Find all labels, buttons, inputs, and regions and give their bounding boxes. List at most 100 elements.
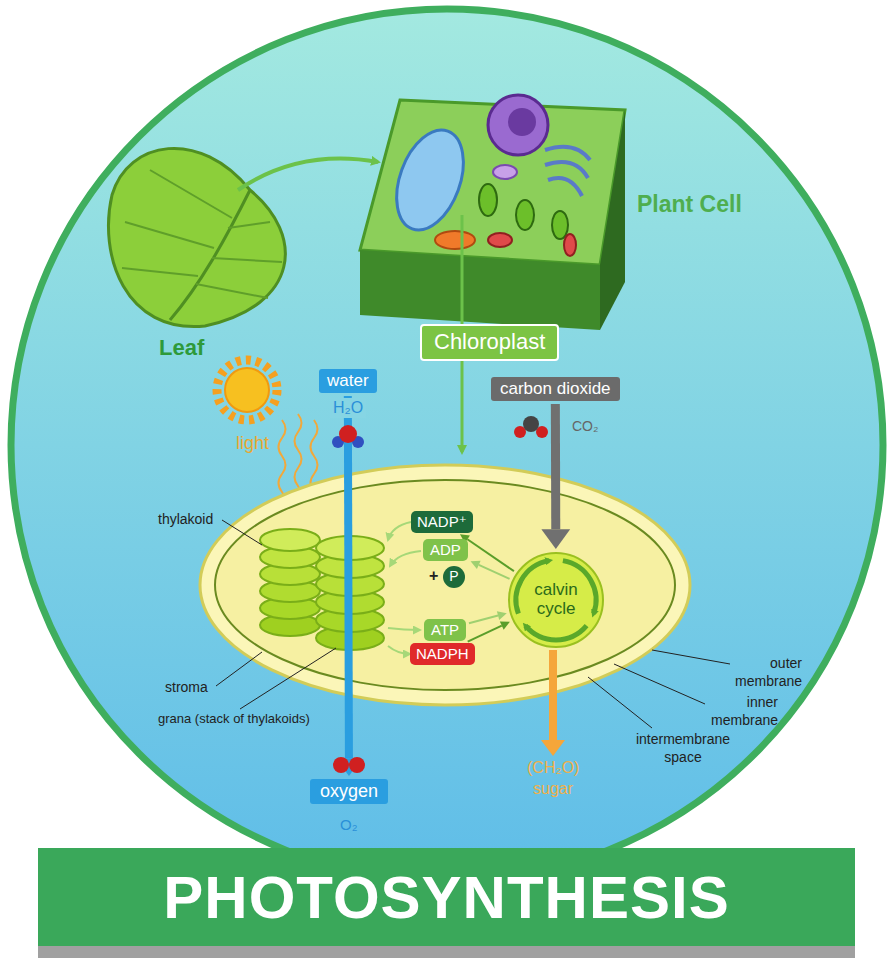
node-text: ADP	[430, 541, 461, 558]
connector	[467, 539, 514, 571]
water-box: water	[319, 369, 377, 393]
leaf-drawing	[108, 148, 378, 326]
sugar-arrow	[541, 740, 565, 756]
plant-cell	[360, 250, 600, 330]
formula-label: (CH₂O)	[527, 758, 579, 778]
part-label: grana (stack of thylakoids)	[158, 711, 310, 727]
calvin-cycle-circle: calvin cycle	[508, 552, 604, 648]
arrow-head	[471, 561, 481, 569]
co2-molecule	[523, 416, 539, 432]
connector	[468, 626, 502, 642]
cycle-arrows	[388, 522, 421, 654]
part-label: outer membrane	[722, 655, 802, 690]
leaf-label: Leaf	[159, 334, 204, 362]
adp-box: ADP	[423, 539, 468, 561]
plant-cell	[488, 95, 548, 155]
sun-icon	[217, 360, 277, 420]
plant-cell	[479, 184, 497, 216]
nadph-box: NADPH	[410, 643, 475, 665]
water-molecule	[339, 425, 357, 443]
plant-cell	[564, 234, 576, 256]
node-text: carbon dioxide	[500, 379, 611, 398]
node-text: water	[327, 371, 369, 390]
plus-sign: +	[429, 566, 438, 586]
node-text: P	[449, 569, 458, 584]
chloroplast-box: Chloroplast	[420, 324, 559, 361]
backdrop-circle	[11, 9, 883, 881]
plant-cell	[493, 165, 517, 179]
grana-stacks	[260, 529, 320, 551]
plant-cell	[508, 108, 536, 136]
o2-molecule	[349, 757, 365, 773]
connector	[551, 404, 560, 529]
sun-icon	[217, 360, 277, 420]
leaf-drawing	[108, 148, 285, 326]
part-label: stroma	[165, 679, 208, 697]
cycle-arrows	[388, 646, 410, 654]
plant-cell	[545, 147, 590, 196]
leader-line	[240, 648, 336, 709]
arrow-head	[541, 529, 570, 549]
nadp-box: NADP⁺	[411, 511, 473, 533]
cell-label: Plant Cell	[637, 190, 742, 219]
node-text: ATP	[431, 621, 459, 638]
title-band: PHOTOSYNTHESIS	[38, 848, 855, 946]
title-text: PHOTOSYNTHESIS	[163, 863, 729, 932]
oxygen-box: oxygen	[310, 779, 388, 804]
leaf-drawing	[170, 190, 250, 320]
cycle-arrows	[388, 628, 420, 630]
product-label: sugar	[533, 779, 573, 799]
cycle-arrows-ring	[525, 626, 586, 640]
arrow-head	[500, 622, 510, 630]
connector	[469, 616, 498, 624]
co2-molecule	[514, 416, 548, 438]
leader-line	[652, 650, 730, 664]
leader-line	[614, 664, 705, 704]
chloroplast-body	[200, 465, 690, 705]
backdrop-circle	[11, 9, 883, 881]
formula-label: CO₂	[572, 418, 598, 436]
co2-box: carbon dioxide	[491, 377, 620, 401]
formula-label: O₂	[340, 816, 358, 835]
bottom-strip	[38, 944, 855, 958]
water-molecule	[332, 425, 364, 448]
leader-line	[588, 677, 652, 728]
leaf-drawing	[122, 170, 282, 298]
node-text: Chloroplast	[434, 329, 545, 354]
node-text: NADPH	[416, 645, 469, 662]
o2-molecule	[333, 757, 365, 773]
atp-box: ATP	[424, 619, 466, 641]
chloroplast-body	[200, 465, 690, 705]
part-label: intermembrane space	[628, 731, 738, 766]
node-text: oxygen	[320, 781, 378, 801]
part-label: inner membrane	[698, 694, 778, 729]
plant-cell	[516, 200, 534, 230]
cycle-arrows-ring	[516, 561, 596, 640]
plant-cell	[435, 231, 475, 249]
chloroplast-body	[215, 480, 675, 690]
sun-icon	[225, 368, 269, 412]
leader-line	[216, 520, 730, 728]
leaf-drawing	[238, 159, 378, 191]
connector	[479, 565, 510, 579]
connector	[348, 396, 349, 758]
node-text: calvin cycle	[523, 581, 589, 618]
light-label: light	[236, 432, 269, 455]
cycle-arrows	[390, 551, 421, 566]
phosphate-circle: P	[443, 566, 465, 588]
plant-cell	[552, 211, 568, 239]
sugar-arrow	[549, 650, 557, 742]
node-text: NADP⁺	[417, 513, 467, 530]
plant-cell	[461, 215, 464, 326]
leader-line	[222, 520, 262, 545]
grana-stacks	[260, 529, 384, 650]
cycle-arrows	[388, 522, 411, 540]
formula-label: H₂O	[330, 398, 366, 418]
o2-molecule	[333, 757, 349, 773]
chloroplast-arrow	[461, 358, 464, 452]
plant-cell	[488, 233, 512, 247]
leader-line	[216, 652, 262, 686]
